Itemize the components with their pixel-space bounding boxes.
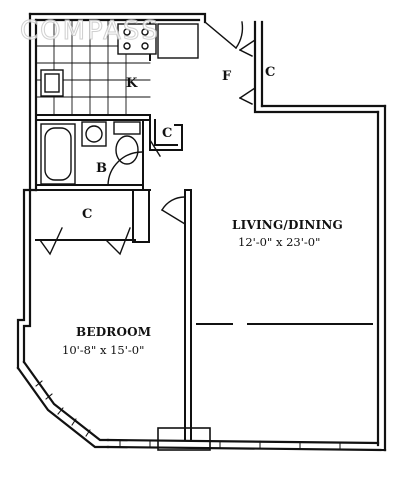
foyer-closet-label: C <box>265 65 275 80</box>
bedroom-dims: 10'-8" x 15'-0" <box>62 343 144 357</box>
bedroom-closet-label: C <box>82 207 92 222</box>
hall-closet-label: C <box>162 126 172 141</box>
bedroom-name: BEDROOM <box>76 325 151 339</box>
doors <box>39 21 256 256</box>
windows <box>35 380 341 451</box>
living-dining-dims: 12'-0" x 23'-0" <box>238 235 320 249</box>
bath-fixtures <box>40 121 143 186</box>
foyer-label: F <box>222 69 232 84</box>
kitchen-label: K <box>126 76 138 91</box>
bath-label: B <box>96 161 107 176</box>
kitchen-fixtures <box>35 19 199 116</box>
outer-walls <box>16 12 387 452</box>
living-dining-name: LIVING/DINING <box>232 218 343 232</box>
interior-walls <box>35 19 373 441</box>
